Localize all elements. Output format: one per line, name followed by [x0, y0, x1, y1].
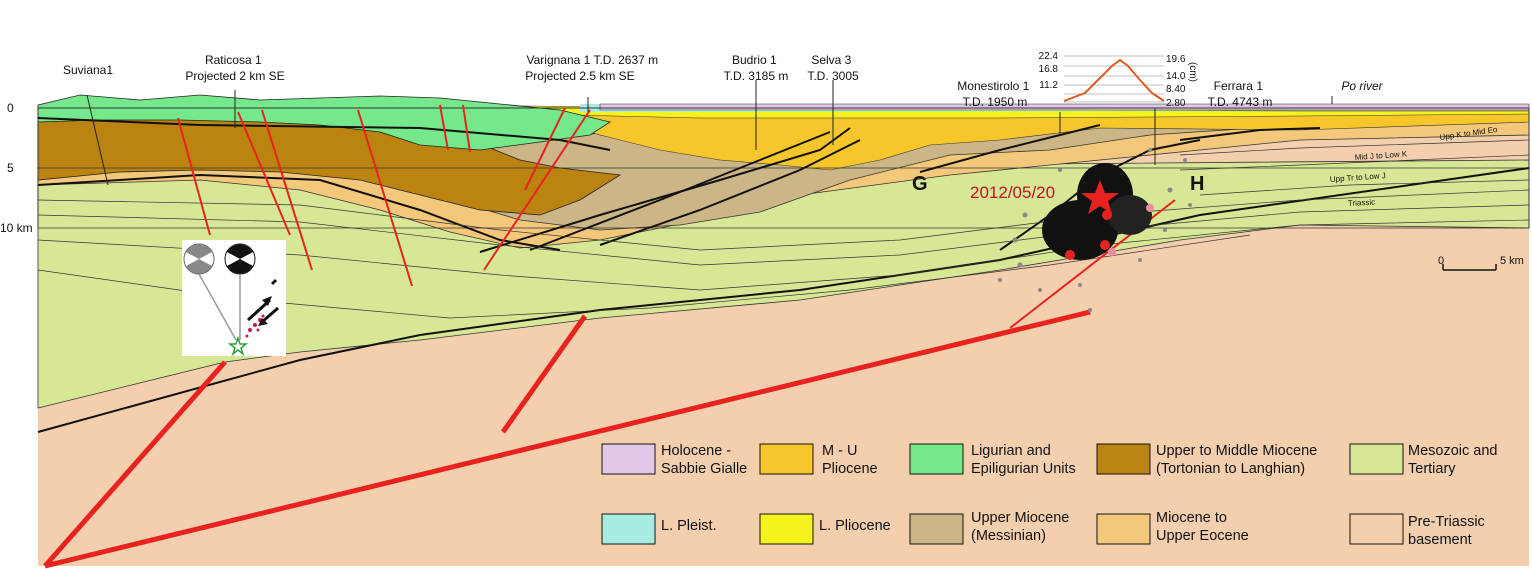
focal-beachball-black-icon [224, 243, 256, 275]
earthquake-date-label: 2012/05/20 [970, 183, 1055, 202]
graph-unit: (cm) [1187, 62, 1198, 82]
scale-bar-left: 0 [1438, 255, 1444, 267]
graph-right-tick-2: 14.0 [1166, 71, 1186, 82]
scale-bar-right: 5 km [1500, 255, 1524, 267]
holocene-unit [599, 103, 1530, 111]
well-label-selva: Selva 3 T.D. 3005 [807, 53, 859, 83]
structure-label-h: H [1190, 173, 1204, 195]
svg-text:Holocene -Sabbie Gialle: Holocene -Sabbie Gialle [661, 443, 747, 477]
svg-text:Upper Miocene(Messinian): Upper Miocene(Messinian) [971, 510, 1069, 544]
focal-beachball-gray-icon [183, 243, 215, 275]
graph-left-tick-3: 11.2 [1039, 80, 1058, 91]
graph-right-tick-4: 2.80 [1166, 98, 1186, 109]
graph-left-tick-1: 22.4 [1039, 51, 1059, 62]
depth-label-5: 5 [7, 161, 14, 175]
well-label-suviana: Suviana1 [63, 63, 113, 77]
graph-right-tick-1: 19.6 [1166, 54, 1186, 65]
depth-label-0: 0 [7, 101, 14, 115]
legend-item-l-pliocene: L. Pliocene [759, 513, 891, 545]
depth-label-10: 10 km [0, 221, 33, 235]
po-river-label: Po river [1341, 79, 1383, 93]
scale-bar: 0 5 km [1438, 255, 1524, 271]
faults [43, 104, 1176, 569]
graph-left-tick-2: 16.8 [1039, 64, 1059, 75]
legend-item-messinian: Upper Miocene(Messinian) [909, 510, 1069, 545]
svg-text:L. Pliocene: L. Pliocene [819, 518, 891, 534]
well-label-ferrara: Ferrara 1 T.D. 4743 m [1208, 79, 1273, 109]
svg-text:Upper to Middle Miocene(Torton: Upper to Middle Miocene(Tortonian to Lan… [1156, 443, 1317, 477]
uplift-graph: 22.4 16.8 11.2 19.6 14.0 8.40 2.80 (cm) [1039, 51, 1198, 109]
legend-item-l-pleist: L. Pleist. [601, 513, 717, 545]
graph-right-tick-3: 8.40 [1166, 84, 1186, 95]
legend-item-tortonian: Upper to Middle Miocene(Tortonian to Lan… [1096, 443, 1317, 477]
svg-text:L. Pleist.: L. Pleist. [661, 518, 717, 534]
well-lines [86, 80, 1333, 186]
well-label-budrio: Budrio 1 T.D. 3185 m [724, 53, 789, 83]
uplift-curve [1063, 58, 1165, 102]
well-label-raticosa: Raticosa 1 Projected 2 km SE [185, 53, 284, 83]
legend-item-holocene: Holocene -Sabbie Gialle [601, 443, 747, 477]
earthquake-star-icon [1081, 180, 1119, 214]
well-label-varignana: Varignana 1 T.D. 2637 m Projected 2.5 km… [525, 53, 661, 83]
unit-label-triassic: Triassic [1348, 198, 1376, 208]
unit-label-mid-j: Mid J to Low K [1355, 149, 1409, 162]
structure-label-g: G [912, 173, 928, 195]
focal-mechanism-inset [182, 240, 286, 357]
thrust-lines [37, 117, 1530, 433]
well-label-monestirolo: Monestirolo 1 T.D. 1950 m [957, 79, 1032, 109]
unit-label-upp-tr: Upp Tr to Low J [1330, 171, 1387, 184]
focal-star-icon [227, 335, 249, 357]
